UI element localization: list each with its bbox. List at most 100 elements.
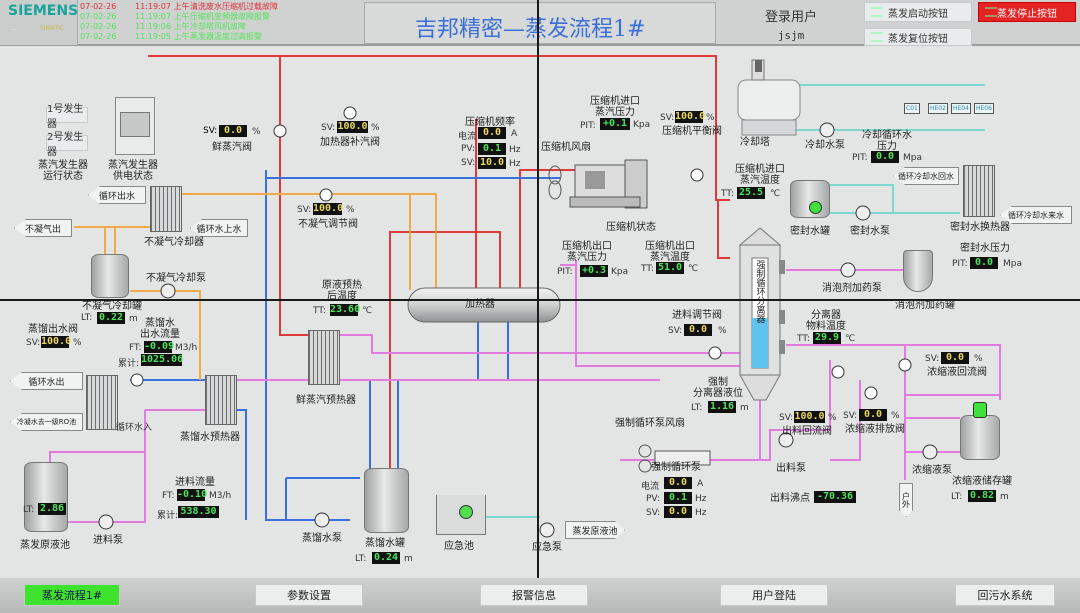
dist-valve-value[interactable]: 100.0 [41, 336, 72, 348]
start-button[interactable]: 蒸发启动按钮 [864, 2, 972, 22]
condenser-icon [86, 375, 118, 430]
ncg-tank-label: 不凝气冷却罐 [82, 301, 142, 312]
raw-pool-level: 2.86 [38, 503, 66, 515]
sv-label: SV: [646, 508, 661, 518]
cooling-water-pipe [830, 184, 960, 214]
pump-icon [840, 262, 856, 278]
circ-in-label: 循环水入 [116, 423, 153, 433]
steam-pipe [279, 56, 310, 336]
fresh-valve-label: 鲜蒸汽阀 [212, 142, 252, 153]
conc-return-valve-value[interactable]: 0.0 [941, 352, 969, 364]
raw-pool-icon [24, 462, 68, 532]
cycle-out-tag: 循环出水 [88, 186, 146, 204]
valve-icon [273, 124, 287, 138]
emergency-pool-label: 应急池 [444, 541, 474, 552]
ncg-valve-value[interactable]: 100.0 [313, 203, 344, 215]
fresh-valve-value[interactable]: 0.0 [219, 125, 247, 137]
outdoor-tag: 户外 [899, 483, 913, 517]
heater-steam-valve-value[interactable]: 100.0 [337, 121, 368, 133]
prefix: SV: [779, 413, 794, 423]
comp-outlet-pressure-label: 压缩机出口 蒸汽压力 [562, 241, 612, 263]
generator-1-button[interactable]: 1号发生器 [46, 104, 88, 130]
unit: % [346, 205, 355, 215]
unit: Kpa [611, 267, 629, 277]
nav-button[interactable]: 参数设置 [255, 584, 363, 606]
steam-pipe [148, 55, 730, 201]
valve-tag[interactable]: C01 [904, 103, 920, 114]
comp-sv-value[interactable]: 10.0 [478, 157, 506, 169]
nav-label: 用户登陆 [752, 589, 796, 602]
sep-level-label: 强制 分离器液位 [693, 377, 743, 399]
generator-2-button[interactable]: 2号发生器 [46, 132, 88, 158]
ncg-out-tag: 不凝气出 [14, 219, 72, 237]
comp-inlet-pressure: +0.1 [600, 118, 630, 130]
pump-icon [819, 122, 835, 138]
prefix: PIT: [580, 121, 596, 131]
alarm-date: 07-02-26 [80, 32, 117, 41]
valve-tag[interactable]: HE02 [928, 103, 948, 114]
to-raw-pool-tag: 蒸发原液池 [565, 521, 625, 539]
cooling-tower-icon [737, 59, 801, 136]
conc-drain-valve-value[interactable]: 0.0 [859, 409, 887, 421]
circulation-pump-icon [638, 444, 711, 473]
valve-tag[interactable]: HE04 [951, 103, 971, 114]
pv-label: PV: [646, 494, 660, 504]
prefix: FT: [129, 343, 142, 353]
comp-outlet-temp: 51.0 [656, 262, 684, 274]
prefix: LT: [23, 505, 35, 515]
alarm-date: 07-02-26 [80, 12, 117, 21]
current-label: 电流 [458, 132, 477, 142]
brand-name: SIEMENS [8, 3, 79, 19]
feed-pump-label: 进料泵 [93, 535, 123, 546]
unit: A [511, 129, 518, 139]
nav-button[interactable]: 报警信息 [480, 584, 588, 606]
pump-icon [314, 512, 330, 528]
raw-preheat-label: 原液预热 后温度 [322, 280, 362, 302]
nav-button[interactable]: 用户登陆 [720, 584, 828, 606]
nav-button[interactable]: 回污水系统 [955, 584, 1055, 606]
cw-pressure-label: 冷却循环水 压力 [862, 130, 912, 152]
valve-tag[interactable]: HE06 [974, 103, 994, 114]
unit: ℃ [362, 306, 373, 316]
boil-point-value: -70.36 [814, 491, 856, 503]
sep-temp-value: 29.9 [813, 332, 841, 344]
level-indicator-icon [809, 201, 822, 214]
prefix: LT: [355, 554, 367, 564]
conc-drain-valve-label: 浓缩液排放阀 [845, 424, 905, 435]
steam-pipe [389, 231, 501, 290]
comp-balance-valve-label: 压缩机平衡阀 [662, 126, 722, 137]
unit: % [371, 123, 380, 133]
alarm-date: 07-02-26 [80, 2, 117, 11]
out-return-valve-value[interactable]: 100.0 [794, 411, 825, 423]
condensate-pipe [236, 409, 247, 520]
feed-valve-value[interactable]: 0.0 [684, 324, 712, 336]
comp-inlet-temp-label: 压缩机进口 蒸汽温度 [735, 164, 785, 186]
emergency-pump-label: 应急泵 [532, 542, 562, 553]
unit: ℃ [770, 189, 781, 199]
valve-icon [690, 168, 704, 182]
unit: m [1000, 492, 1009, 502]
reset-button[interactable]: 蒸发复位按钮 [864, 28, 972, 46]
nav-button[interactable]: 蒸发流程1# [24, 584, 120, 606]
condensate-pipe [397, 320, 479, 470]
feed-valve-label: 进料调节阀 [672, 310, 722, 321]
cycle-out-label: 循环出水 [98, 191, 135, 202]
raw-preheat-temp: 23.60 [330, 304, 361, 316]
circ-sv-value[interactable]: 0.0 [664, 506, 692, 518]
pump-icon [160, 283, 176, 299]
stop-button[interactable]: 蒸发停止按钮 [978, 2, 1076, 22]
button-icon [871, 7, 883, 17]
sep-temp-label: 分离器 物料温度 [806, 310, 846, 332]
unit: M3/h [175, 343, 198, 353]
dist-flow-value: -0.09 [144, 341, 175, 353]
comp-balance-valve-value[interactable]: 100.0 [675, 111, 706, 123]
ncg-pump-label: 不凝气冷却泵 [146, 273, 206, 284]
circ-current-value: 0.0 [664, 477, 692, 489]
